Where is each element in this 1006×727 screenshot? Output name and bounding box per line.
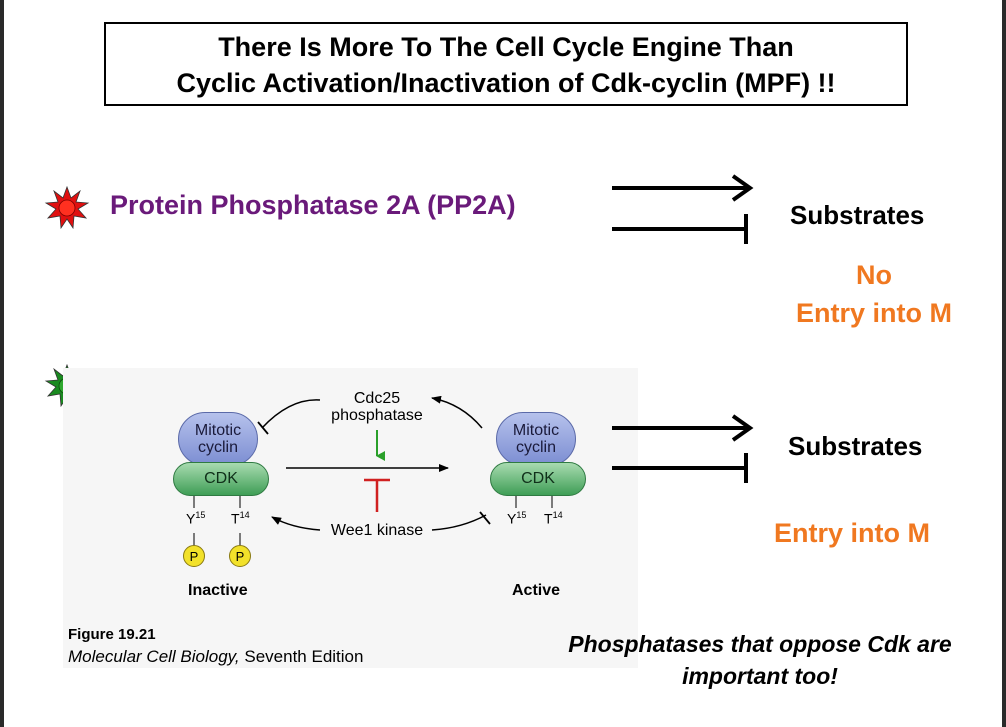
cdc25-line-2: phosphatase <box>331 407 423 424</box>
active-cyclin-line-1: Mitotic <box>512 422 560 439</box>
cdc25-arc-right <box>431 395 483 429</box>
active-t14-number: 14 <box>552 510 563 520</box>
substrates-label-top: Substrates <box>790 200 925 230</box>
right-edge <box>1002 0 1006 727</box>
left-edge <box>0 0 4 727</box>
figure-source: Molecular Cell Biology, Seventh Edition <box>68 647 363 667</box>
active-y15-number: 15 <box>516 510 527 520</box>
cdc25-phosphatase-label: Cdc25 phosphatase <box>320 390 434 424</box>
cdc25-arc-left <box>261 399 321 429</box>
pp2a-label: Protein Phosphatase 2A (PP2A) <box>110 190 516 220</box>
conclusion-text: Phosphatases that oppose Cdk are importa… <box>568 631 952 689</box>
title-line-2: Cyclic Activation/Inactivation of Cdk-cy… <box>176 68 836 98</box>
y15-letter: Y <box>186 510 196 527</box>
cdk-activation-arrow <box>612 414 754 442</box>
cdc25-left-bar <box>257 421 269 435</box>
active-label: Active <box>512 582 561 599</box>
title-box: There Is More To The Cell Cycle Engine T… <box>104 22 908 106</box>
inactive-cyclin-line-2: cyclin <box>197 439 238 456</box>
inactive-cyclin-line-1: Mitotic <box>194 422 242 439</box>
inactive-y15-site: Y15 <box>186 510 205 527</box>
active-t14-site: T14 <box>544 510 563 527</box>
red-starburst-icon <box>44 186 90 230</box>
active-cyclin-line-2: cyclin <box>515 439 556 456</box>
pp2a-activation-arrow <box>612 174 754 202</box>
active-cdk-label: CDK <box>521 470 555 487</box>
book-title: Molecular Cell Biology, <box>68 647 240 666</box>
t14-letter: T <box>231 510 240 527</box>
phosphate-t14-label: P <box>235 549 245 564</box>
wee1-right-bar <box>479 511 491 525</box>
no-entry-line-1: No <box>856 260 892 290</box>
no-entry-line-2: Entry into M <box>796 298 952 328</box>
cdk-inhibition-bar <box>612 453 748 483</box>
active-y15-letter: Y <box>507 510 517 527</box>
inactive-cdk: CDK <box>173 462 269 496</box>
active-mitotic-cyclin: Mitotic cyclin <box>496 412 576 466</box>
title-line-1: There Is More To The Cell Cycle Engine T… <box>218 32 794 62</box>
wee1-arc-left <box>271 516 321 531</box>
wee1-red-inhibitor <box>364 478 390 512</box>
substrates-label-bottom: Substrates <box>788 431 923 461</box>
cdc25-line-1: Cdc25 <box>353 390 401 407</box>
phosphate-t14: P <box>229 545 251 567</box>
wee1-arc-right <box>431 514 487 531</box>
pp2a-inhibition-bar <box>612 214 748 244</box>
y15-number: 15 <box>195 510 206 520</box>
phosphate-y15: P <box>183 545 205 567</box>
wee1-kinase-label: Wee1 kinase <box>330 522 424 539</box>
t14-number: 14 <box>239 510 250 520</box>
figure-number: Figure 19.21 <box>68 626 156 643</box>
no-entry-outcome: No Entry into M <box>782 256 966 332</box>
inactive-t14-site: T14 <box>231 510 250 527</box>
inactive-mitotic-cyclin: Mitotic cyclin <box>178 412 258 466</box>
active-t14-letter: T <box>544 510 553 527</box>
active-y15-site: Y15 <box>507 510 526 527</box>
book-edition: Seventh Edition <box>239 647 364 666</box>
active-cdk: CDK <box>490 462 586 496</box>
inactive-cdk-label: CDK <box>204 470 238 487</box>
entry-outcome: Entry into M <box>774 518 930 548</box>
inactive-label: Inactive <box>188 582 248 599</box>
phosphate-y15-label: P <box>189 549 199 564</box>
